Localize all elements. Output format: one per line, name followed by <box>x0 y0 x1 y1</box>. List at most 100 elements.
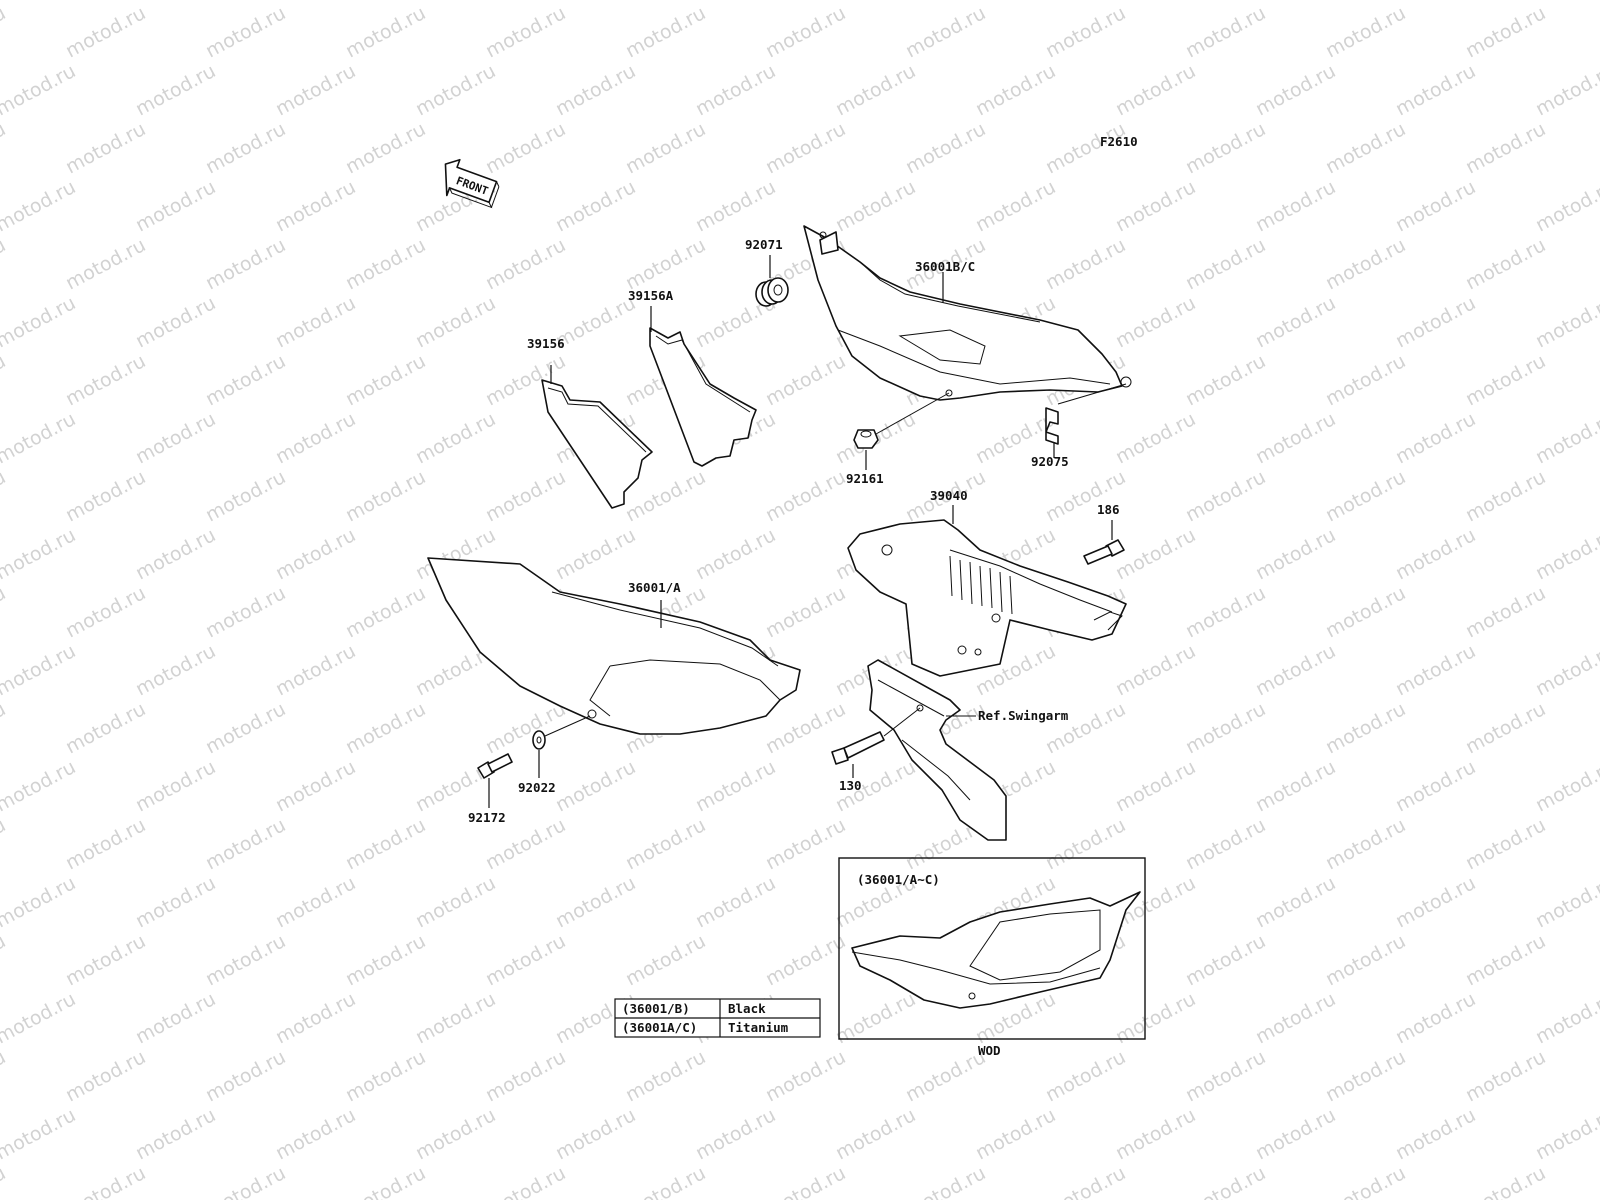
watermark-text: motod.ru <box>1392 640 1479 700</box>
watermark-text: motod.ru <box>0 872 79 932</box>
watermark-text: motod.ru <box>0 1162 9 1200</box>
watermark-text: motod.ru <box>1322 930 1409 990</box>
watermark-text: motod.ru <box>1042 466 1129 526</box>
watermark-text: motod.ru <box>342 2 429 62</box>
watermark-text: motod.ru <box>62 930 149 990</box>
watermark-text: motod.ru <box>272 640 359 700</box>
color-table-part: (36001A/C) <box>622 1020 697 1035</box>
watermark-text: motod.ru <box>1392 872 1479 932</box>
watermark-text: motod.ru <box>1322 2 1409 62</box>
watermark-text: motod.ru <box>202 2 289 62</box>
watermark-text: motod.ru <box>762 1046 849 1106</box>
watermark-text: motod.ru <box>1252 756 1339 816</box>
watermark-text: motod.ru <box>622 118 709 178</box>
watermark-text: motod.ru <box>0 930 9 990</box>
watermark-text: motod.ru <box>1182 814 1269 874</box>
watermark-text: motod.ru <box>1182 466 1269 526</box>
watermark-text: motod.ru <box>132 0 219 4</box>
watermark-text: motod.ru <box>1112 640 1199 700</box>
watermark-text: motod.ru <box>762 582 849 642</box>
watermark-text: motod.ru <box>272 872 359 932</box>
watermark-text: motod.ru <box>1182 118 1269 178</box>
watermark-text: motod.ru <box>902 2 989 62</box>
watermark-text: motod.ru <box>412 408 499 468</box>
watermark-text: motod.ru <box>132 1104 219 1164</box>
part-39156A-cover: 39156A <box>628 288 757 467</box>
watermark-text: motod.ru <box>552 60 639 120</box>
watermark-text: motod.ru <box>0 582 9 642</box>
figure-code: F2610 <box>1100 134 1138 149</box>
watermark-text: motod.ru <box>1112 756 1199 816</box>
watermark-text: motod.ru <box>0 988 79 1048</box>
watermark-text: motod.ru <box>272 60 359 120</box>
watermark-text: motod.ru <box>762 350 849 410</box>
watermark-text: motod.ru <box>692 176 779 236</box>
part-36001A-side-cover: 36001/A <box>427 557 801 735</box>
watermark-text: motod.ru <box>552 0 639 4</box>
label-130: 130 <box>839 778 862 793</box>
watermark-text: motod.ru <box>0 756 79 816</box>
watermark-text: motod.ru <box>552 872 639 932</box>
watermark-text: motod.ru <box>1322 118 1409 178</box>
watermark-text: motod.ru <box>552 756 639 816</box>
watermark-text: motod.ru <box>622 2 709 62</box>
watermark-text: motod.ru <box>132 640 219 700</box>
watermark-text: motod.ru <box>1532 756 1600 816</box>
watermark-text: motod.ru <box>762 1162 849 1200</box>
watermark-text: motod.ru <box>0 2 9 62</box>
watermark-text: motod.ru <box>132 292 219 352</box>
watermark-text: motod.ru <box>1532 292 1600 352</box>
watermark-text: motod.ru <box>482 466 569 526</box>
watermark-text: motod.ru <box>972 0 1059 4</box>
watermark-text: motod.ru <box>1392 0 1479 4</box>
watermark-text: motod.ru <box>1112 524 1199 584</box>
part-39040-guard: 39040 <box>847 488 1127 677</box>
watermark-text: motod.ru <box>1252 0 1339 4</box>
watermark-text: motod.ru <box>342 814 429 874</box>
watermark-text: motod.ru <box>1252 1104 1339 1164</box>
watermark-text: motod.ru <box>1532 524 1600 584</box>
watermark-text: motod.ru <box>0 176 79 236</box>
watermark-text: motod.ru <box>1532 408 1600 468</box>
watermark-text: motod.ru <box>62 1162 149 1200</box>
inset-variant-box: (36001/A~C) WOD <box>838 857 1146 1058</box>
label-36001A: 36001/A <box>628 580 681 595</box>
watermark-text: motod.ru <box>202 1162 289 1200</box>
watermark-text: motod.ru <box>1532 60 1600 120</box>
watermark-text: motod.ru <box>762 930 849 990</box>
watermark-text: motod.ru <box>1182 2 1269 62</box>
watermark-text: motod.ru <box>132 60 219 120</box>
watermark-text: motod.ru <box>1532 872 1600 932</box>
watermark-text: motod.ru <box>1392 1104 1479 1164</box>
watermark-text: motod.ru <box>1462 814 1549 874</box>
watermark-text: motod.ru <box>202 234 289 294</box>
watermark-text: motod.ru <box>1462 930 1549 990</box>
watermark-text: motod.ru <box>342 118 429 178</box>
watermark-text: motod.ru <box>62 2 149 62</box>
watermark-text: motod.ru <box>342 1162 429 1200</box>
watermark-text: motod.ru <box>762 118 849 178</box>
watermark-text: motod.ru <box>1252 408 1339 468</box>
watermark-text: motod.ru <box>1392 60 1479 120</box>
part-92161-nut: 92161 <box>846 392 950 486</box>
watermark-text: motod.ru <box>762 698 849 758</box>
label-ref-swingarm: Ref.Swingarm <box>978 708 1069 723</box>
watermark-text: motod.ru <box>1182 930 1269 990</box>
watermark-text: motod.ru <box>552 292 639 352</box>
watermark-text: motod.ru <box>272 176 359 236</box>
watermark-text: motod.ru <box>1462 118 1549 178</box>
watermark-text: motod.ru <box>342 1046 429 1106</box>
watermark-text: motod.ru <box>1182 350 1269 410</box>
watermark-text: motod.ru <box>0 408 79 468</box>
part-92022-washer: 92022 <box>518 715 591 795</box>
color-table-color: Black <box>728 1001 766 1016</box>
label-39156: 39156 <box>527 336 565 351</box>
watermark-text: motod.ru <box>622 814 709 874</box>
watermark-text: motod.ru <box>1042 1046 1129 1106</box>
watermark-text: motod.ru <box>482 118 569 178</box>
watermark-text: motod.ru <box>202 1046 289 1106</box>
watermark-text: motod.ru <box>1252 640 1339 700</box>
watermark-text: motod.ru <box>0 60 79 120</box>
watermark-text: motod.ru <box>342 350 429 410</box>
watermark-text: motod.ru <box>972 60 1059 120</box>
